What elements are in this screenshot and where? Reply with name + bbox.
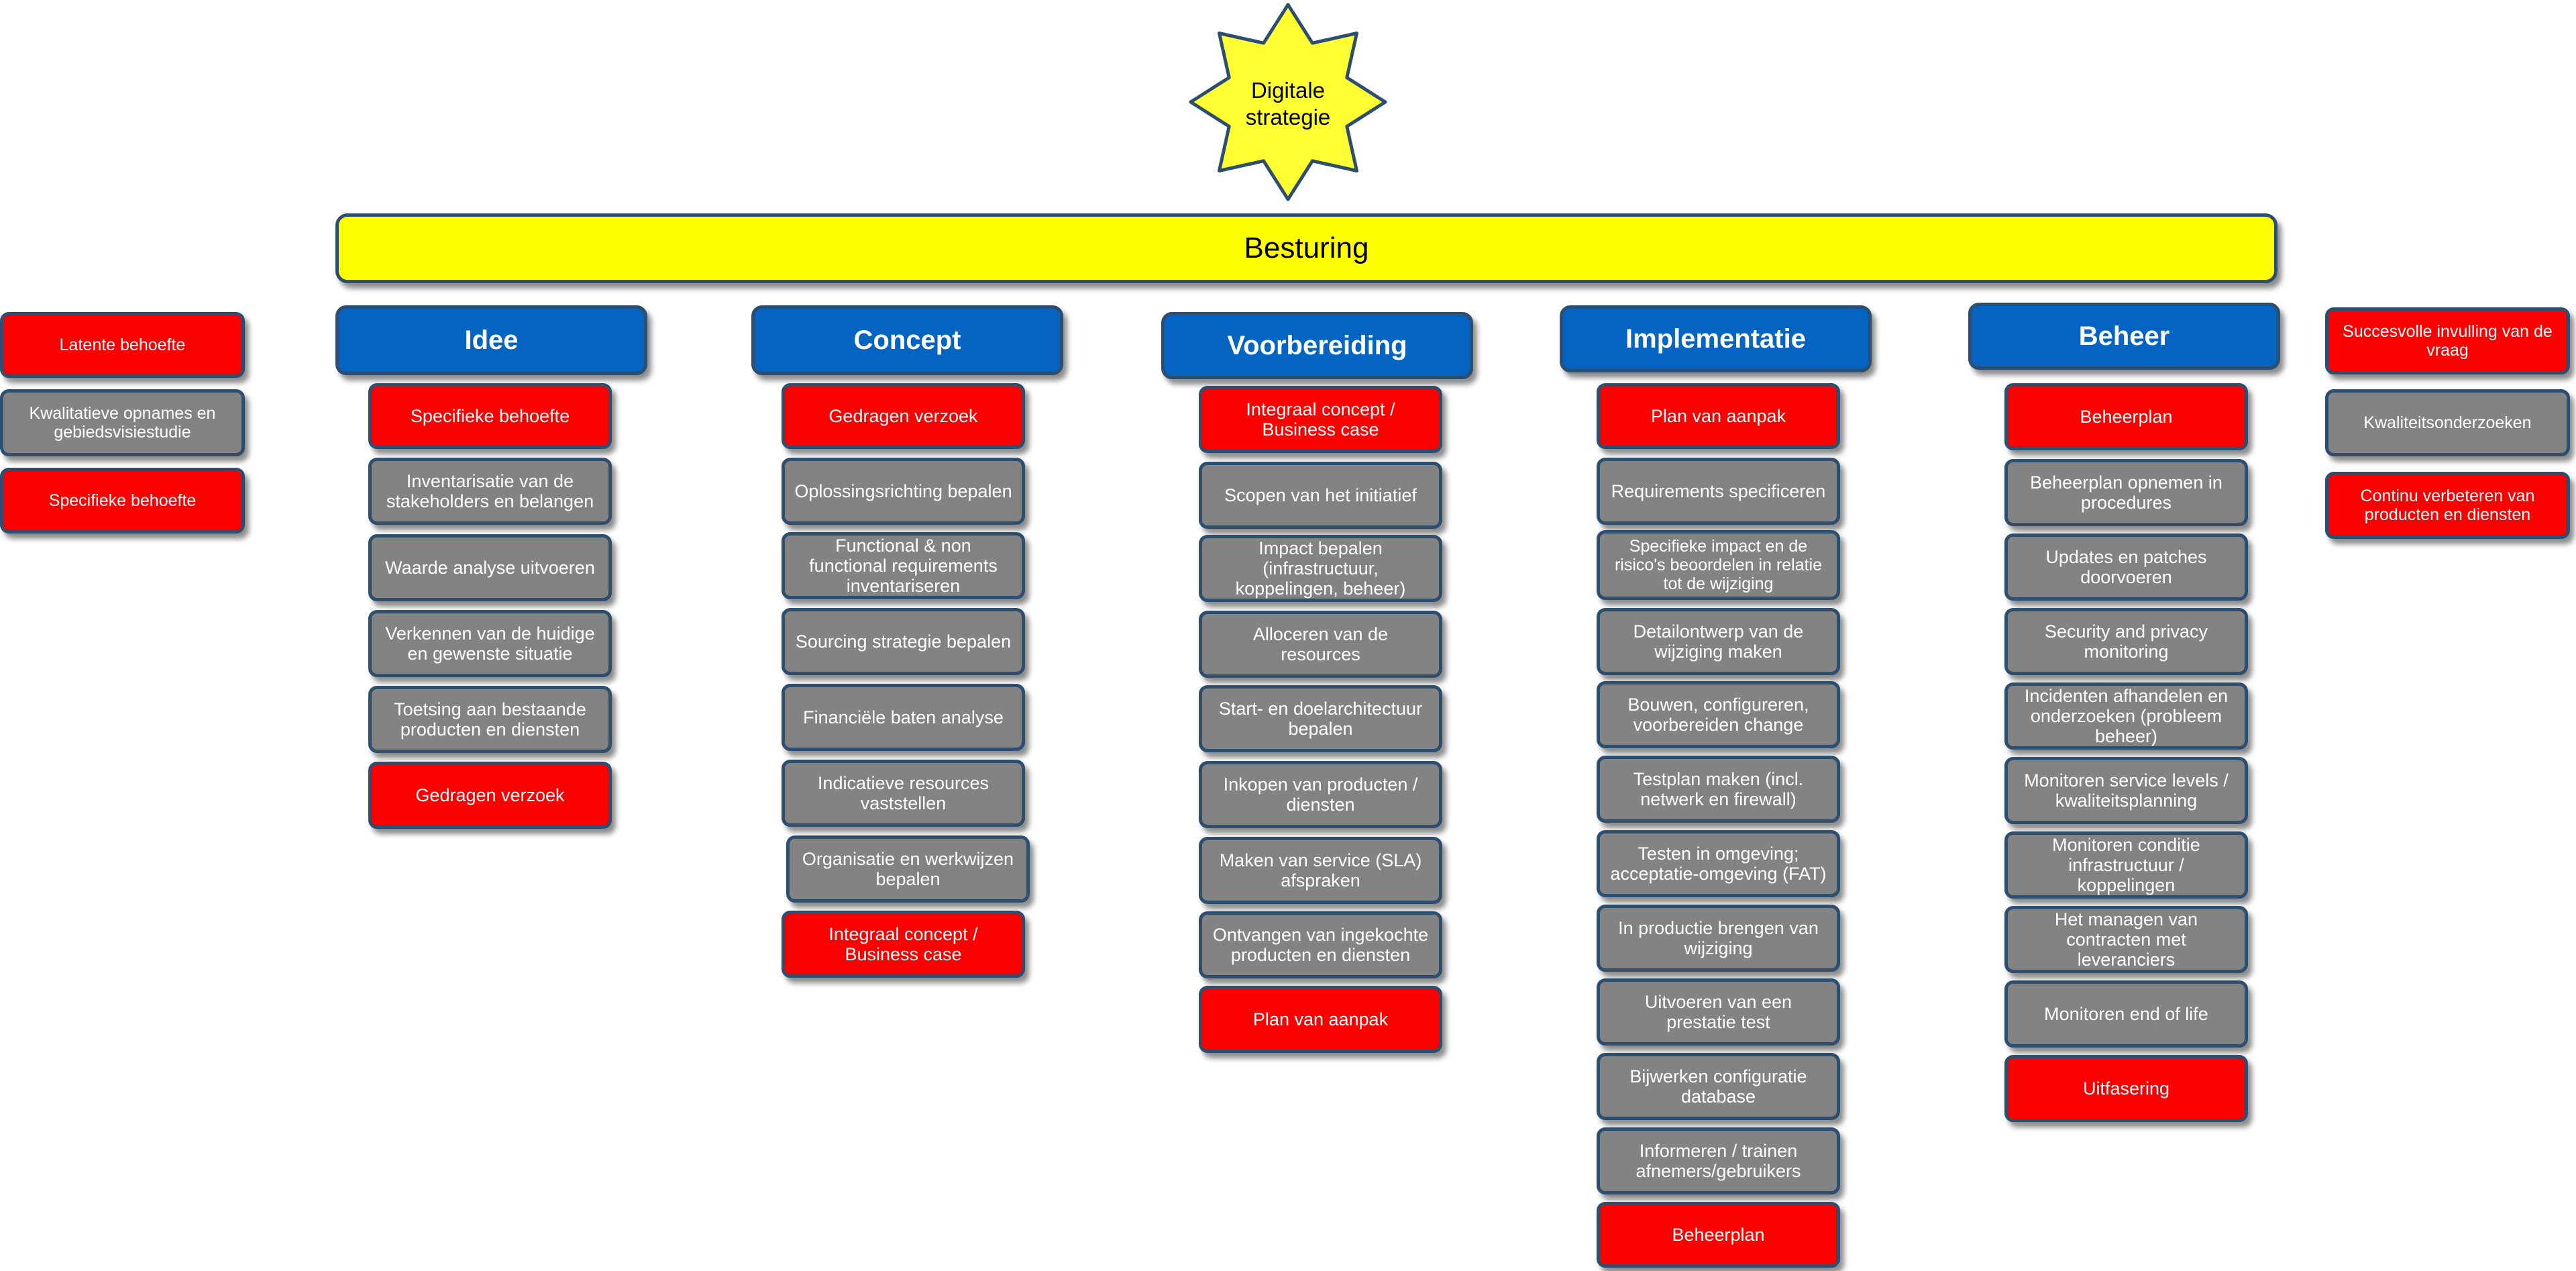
voorbereiding-step-5: Start- en doelarchitectuur bepalen: [1199, 685, 1442, 752]
idee-step-4: Verkennen van de huidige en gewenste sit…: [368, 610, 612, 677]
concept-step-2: Oplossingsrichting bepalen: [782, 458, 1025, 525]
beheer-step-9: Monitoren end of life: [2004, 980, 2248, 1048]
voorbereiding-step-6: Inkopen van producten / diensten: [1199, 761, 1442, 828]
implementatie-step-3: Specifieke impact en de risico's beoorde…: [1597, 530, 1840, 600]
idee-step-6: Gedragen verzoek: [368, 762, 612, 829]
concept-step-8: Integraal concept / Business case: [782, 911, 1025, 978]
voorbereiding-step-9: Plan van aanpak: [1199, 986, 1442, 1053]
concept-step-5: Financiële baten analyse: [782, 684, 1025, 751]
concept-step-6: Indicatieve resources vaststellen: [782, 760, 1025, 827]
idee-step-1: Specifieke behoefte: [368, 383, 612, 449]
beheer-step-7: Monitoren conditie infrastructuur / kopp…: [2004, 831, 2248, 899]
implementatie-step-6: Testplan maken (incl. netwerk en firewal…: [1597, 756, 1840, 823]
voorbereiding-step-2: Scopen van het initiatief: [1199, 462, 1442, 529]
beheer-step-6: Monitoren service levels / kwaliteitspla…: [2004, 757, 2248, 824]
implementatie-step-1: Plan van aanpak: [1597, 383, 1840, 449]
phase-header-voorbereiding: Voorbereiding: [1161, 312, 1473, 379]
beheer-step-8: Het managen van contracten met leveranci…: [2004, 906, 2248, 973]
concept-step-7: Organisatie en werkwijzen bepalen: [786, 835, 1030, 903]
left-side-box-3: Specifieke behoefte: [0, 468, 245, 533]
phase-header-idee: Idee: [335, 305, 647, 375]
concept-step-1: Gedragen verzoek: [782, 383, 1025, 449]
left-side-box-1: Latente behoefte: [0, 312, 245, 378]
voorbereiding-step-7: Maken van service (SLA) afspraken: [1199, 837, 1442, 904]
implementatie-step-11: Informeren / trainen afnemers/gebruikers: [1597, 1127, 1840, 1194]
phase-header-implementatie: Implementatie: [1560, 305, 1872, 372]
implementatie-step-12: Beheerplan: [1597, 1202, 1840, 1268]
beheer-step-5: Incidenten afhandelen en onderzoeken (pr…: [2004, 682, 2248, 750]
implementatie-step-7: Testen in omgeving; acceptatie-omgeving …: [1597, 830, 1840, 897]
voorbereiding-step-8: Ontvangen van ingekochte producten en di…: [1199, 911, 1442, 978]
right-side-box-1: Succesvolle invulling van de vraag: [2325, 307, 2570, 374]
besturing-bar: Besturing: [335, 213, 2277, 283]
phase-header-beheer: Beheer: [1968, 303, 2280, 370]
idee-step-3: Waarde analyse uitvoeren: [368, 534, 612, 601]
implementatie-step-2: Requirements specificeren: [1597, 458, 1840, 525]
beheer-step-10: Uitfasering: [2004, 1055, 2248, 1122]
right-side-box-3: Continu verbeteren van producten en dien…: [2325, 472, 2570, 539]
implementatie-step-4: Detailontwerp van de wijziging maken: [1597, 608, 1840, 675]
voorbereiding-step-4: Alloceren van de resources: [1199, 611, 1442, 678]
voorbereiding-step-1: Integraal concept / Business case: [1199, 386, 1442, 453]
beheer-step-3: Updates en patches doorvoeren: [2004, 533, 2248, 601]
idee-step-2: Inventarisatie van de stakeholders en be…: [368, 458, 612, 525]
idee-step-5: Toetsing aan bestaande producten en dien…: [368, 686, 612, 753]
concept-step-3: Functional & non functional requirements…: [782, 532, 1025, 599]
besturing-label: Besturing: [1244, 232, 1369, 264]
beheer-step-4: Security and privacy monitoring: [2004, 608, 2248, 675]
phase-header-concept: Concept: [751, 305, 1063, 375]
right-side-box-2: Kwaliteitsonderzoeken: [2325, 389, 2570, 456]
voorbereiding-step-3: Impact bepalen (infrastructuur, koppelin…: [1199, 535, 1442, 602]
implementatie-step-10: Bijwerken configuratie database: [1597, 1053, 1840, 1120]
implementatie-step-5: Bouwen, configureren, voorbereiden chang…: [1597, 681, 1840, 748]
concept-step-4: Sourcing strategie bepalen: [782, 608, 1025, 675]
beheer-step-2: Beheerplan opnemen in procedures: [2004, 459, 2248, 526]
left-side-box-2: Kwalitatieve opnames en gebiedsvisiestud…: [0, 389, 245, 456]
digital-strategy-star: Digitale strategie: [1120, 0, 1456, 201]
implementatie-step-8: In productie brengen van wijziging: [1597, 905, 1840, 972]
star-label: Digitale strategie: [1245, 78, 1331, 130]
star-shape: [1189, 3, 1387, 201]
implementatie-step-9: Uitvoeren van een prestatie test: [1597, 978, 1840, 1046]
beheer-step-1: Beheerplan: [2004, 383, 2248, 450]
